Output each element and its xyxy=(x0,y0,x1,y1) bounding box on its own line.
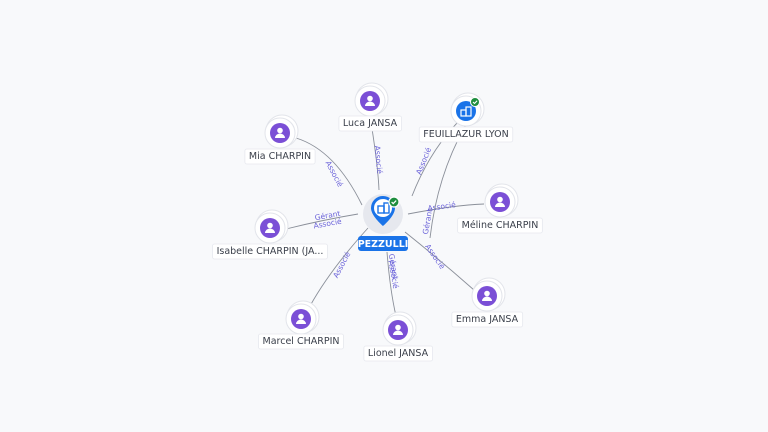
center-label-box xyxy=(358,236,408,251)
person-icon xyxy=(296,313,306,324)
node-label: FEUILLAZUR LYON xyxy=(423,129,509,140)
node-label-box xyxy=(418,126,514,143)
center-label: PEZZULLI xyxy=(358,239,409,250)
node-label-box xyxy=(338,115,402,132)
edge-label: Gérant xyxy=(421,208,434,235)
edge-label: Associé xyxy=(331,250,352,280)
edge-label: Associé xyxy=(414,146,433,176)
node-isabelle[interactable]: Isabelle CHARPIN (JA... xyxy=(212,209,328,260)
edge-feuillazur xyxy=(411,119,461,197)
node-label: Lionel JANSA xyxy=(368,348,429,359)
node-label: Luca JANSA xyxy=(343,118,398,129)
node-label: Emma JANSA xyxy=(456,314,519,325)
node-mia[interactable]: Mia CHARPIN xyxy=(244,114,316,165)
node-feuillazur[interactable]: FEUILLAZUR LYON xyxy=(418,92,514,143)
edge-label: Associé xyxy=(423,242,447,271)
person-icon xyxy=(275,127,285,138)
edge-meline xyxy=(407,203,485,215)
node-label-box xyxy=(363,345,434,362)
edge-label: Associé xyxy=(373,145,384,174)
person-icon xyxy=(265,222,275,233)
node-label: Méline CHARPIN xyxy=(462,220,539,231)
node-meline[interactable]: Méline CHARPIN xyxy=(457,183,543,234)
edge-emma xyxy=(404,231,475,291)
edge-label: Gérant xyxy=(387,253,400,280)
node-marcel[interactable]: Marcel CHARPIN xyxy=(258,300,344,350)
person-icon xyxy=(495,196,505,207)
node-label: Isabelle CHARPIN (JA... xyxy=(217,246,324,257)
node-label-box xyxy=(212,243,328,260)
node-label: Mia CHARPIN xyxy=(249,151,311,162)
node-label-box xyxy=(451,311,524,328)
edge-label: Associé xyxy=(324,159,345,189)
nodes-layer: Luca JANSA FEUILLAZUR LYON Mia CHARPIN Méli… xyxy=(212,82,543,362)
edge-mia xyxy=(295,137,363,206)
person-icon xyxy=(482,290,492,301)
verified-badge-icon xyxy=(388,196,400,208)
building-icon xyxy=(377,202,390,214)
person-icon xyxy=(393,324,403,335)
edge-label: Gérant xyxy=(314,209,341,222)
center-node[interactable]: PEZZULLI xyxy=(358,194,409,251)
edge-isabelle xyxy=(285,213,359,230)
building-icon xyxy=(460,106,472,117)
node-label-box xyxy=(244,148,316,165)
node-emma[interactable]: Emma JANSA xyxy=(451,277,524,328)
node-luca[interactable]: Luca JANSA xyxy=(338,82,402,132)
node-label: Marcel CHARPIN xyxy=(263,336,340,347)
node-label-box xyxy=(457,217,543,234)
edge-lionel xyxy=(386,251,397,317)
verified-badge-icon xyxy=(470,97,480,107)
person-icon xyxy=(365,95,375,106)
node-lionel[interactable]: Lionel JANSA xyxy=(363,311,434,362)
node-label-box xyxy=(258,333,344,350)
